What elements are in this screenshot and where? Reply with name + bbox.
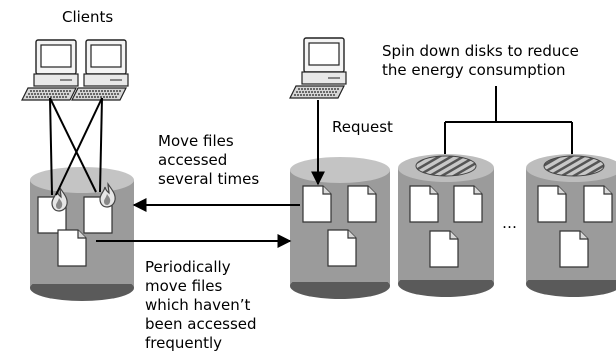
file-icon [537,185,567,223]
ellipsis-label: … [502,214,517,232]
file-icon [583,185,613,223]
file-icon [302,185,332,223]
file-icon [453,185,483,223]
file-icon [347,185,377,223]
move-cold-label: Periodically move files which haven’t be… [145,258,257,352]
file-icon [409,185,439,223]
striped-disk-1 [398,154,494,297]
client-access-lines [49,97,103,196]
request-label: Request [332,118,393,136]
move-hot-label: Move files accessed several times [158,132,260,188]
spin-down-bracket [444,86,573,156]
client-computer-2 [71,39,129,101]
cache-disk [290,157,390,299]
file-icon [559,230,589,268]
client-computer-1 [21,39,79,101]
file-icon [57,229,87,267]
request-computer [289,37,347,99]
clients-label: Clients [62,8,114,26]
spin-down-label: Spin down disks to reduce the energy con… [382,42,579,79]
file-icon [429,230,459,268]
striped-disk-2 [526,154,616,297]
file-icon [327,229,357,267]
